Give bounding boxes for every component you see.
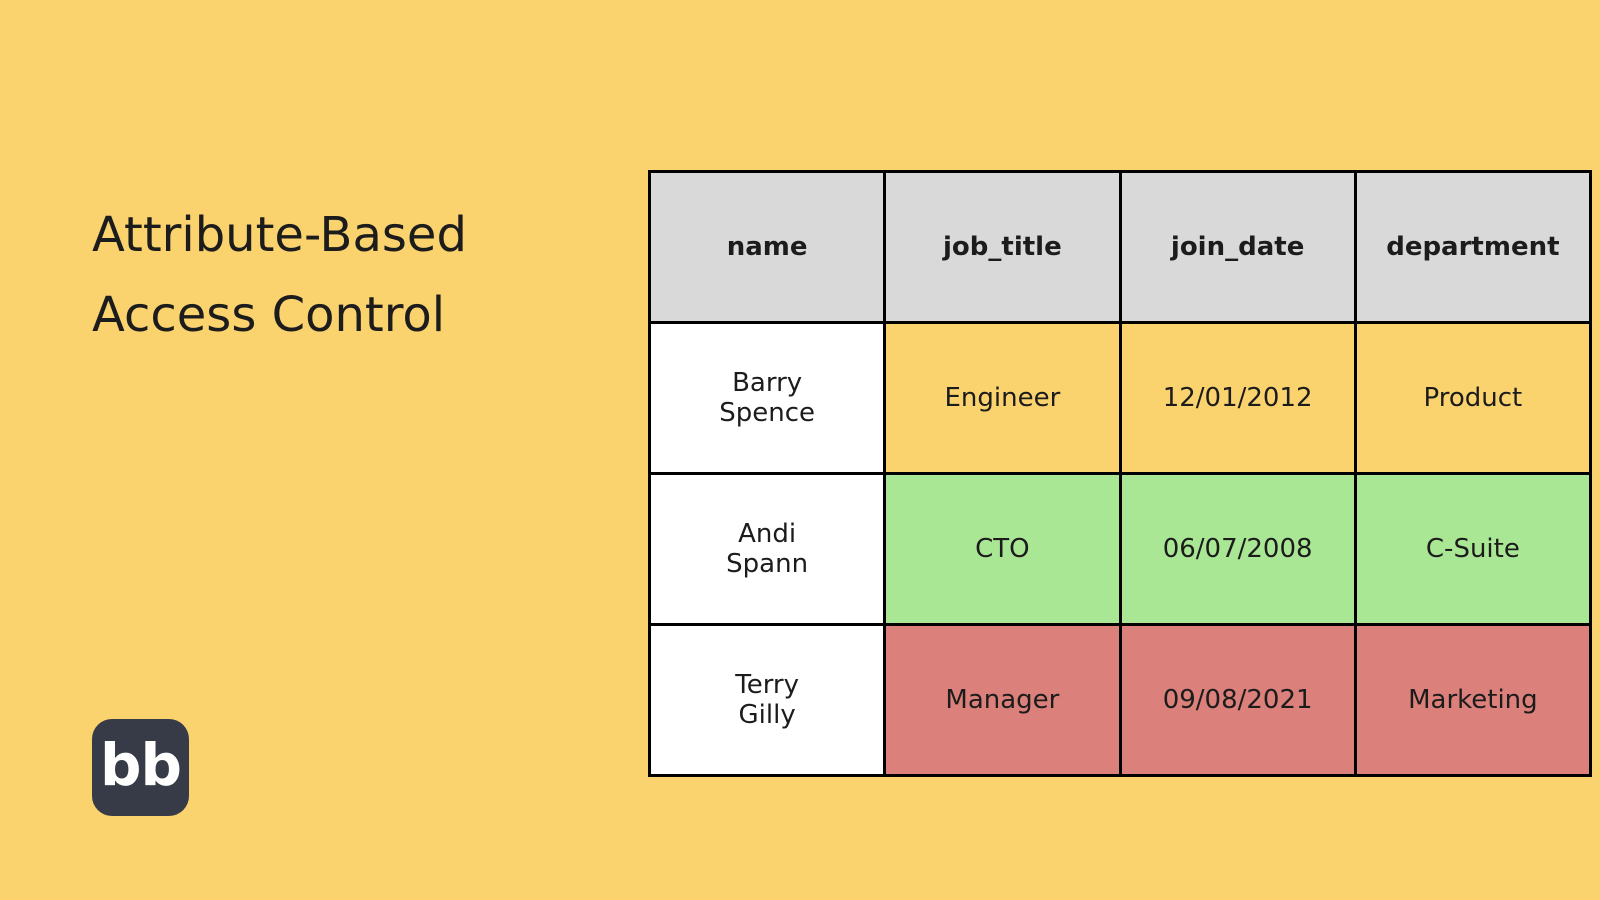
- brand-logo: bb: [92, 719, 189, 816]
- table-header-row: name job_title join_date department: [647, 170, 1593, 324]
- cell-name: Terry Gilly: [647, 623, 887, 777]
- cell-department: C-Suite: [1353, 472, 1593, 626]
- page-title: Attribute-Based Access Control: [92, 207, 467, 343]
- cell-name: Andi Spann: [647, 472, 887, 626]
- cell-job-title: CTO: [883, 472, 1122, 626]
- cell-department: Product: [1353, 321, 1593, 475]
- cell-name: Barry Spence: [647, 321, 887, 475]
- cell-join-date: 12/01/2012: [1118, 321, 1357, 475]
- brand-logo-text: bb: [99, 730, 182, 799]
- cell-join-date: 06/07/2008: [1118, 472, 1357, 626]
- column-header-job-title: job_title: [883, 170, 1122, 324]
- cell-join-date: 09/08/2021: [1118, 623, 1357, 777]
- column-header-join-date: join_date: [1118, 170, 1357, 324]
- employee-attributes-table: name job_title join_date department Barr…: [647, 170, 1593, 777]
- table-row: Barry Spence Engineer 12/01/2012 Product: [647, 321, 1593, 475]
- cell-department: Marketing: [1353, 623, 1593, 777]
- column-header-name: name: [647, 170, 887, 324]
- cell-job-title: Engineer: [883, 321, 1122, 475]
- table-row: Andi Spann CTO 06/07/2008 C-Suite: [647, 472, 1593, 626]
- table-row: Terry Gilly Manager 09/08/2021 Marketing: [647, 623, 1593, 777]
- column-header-department: department: [1353, 170, 1593, 324]
- cell-job-title: Manager: [883, 623, 1122, 777]
